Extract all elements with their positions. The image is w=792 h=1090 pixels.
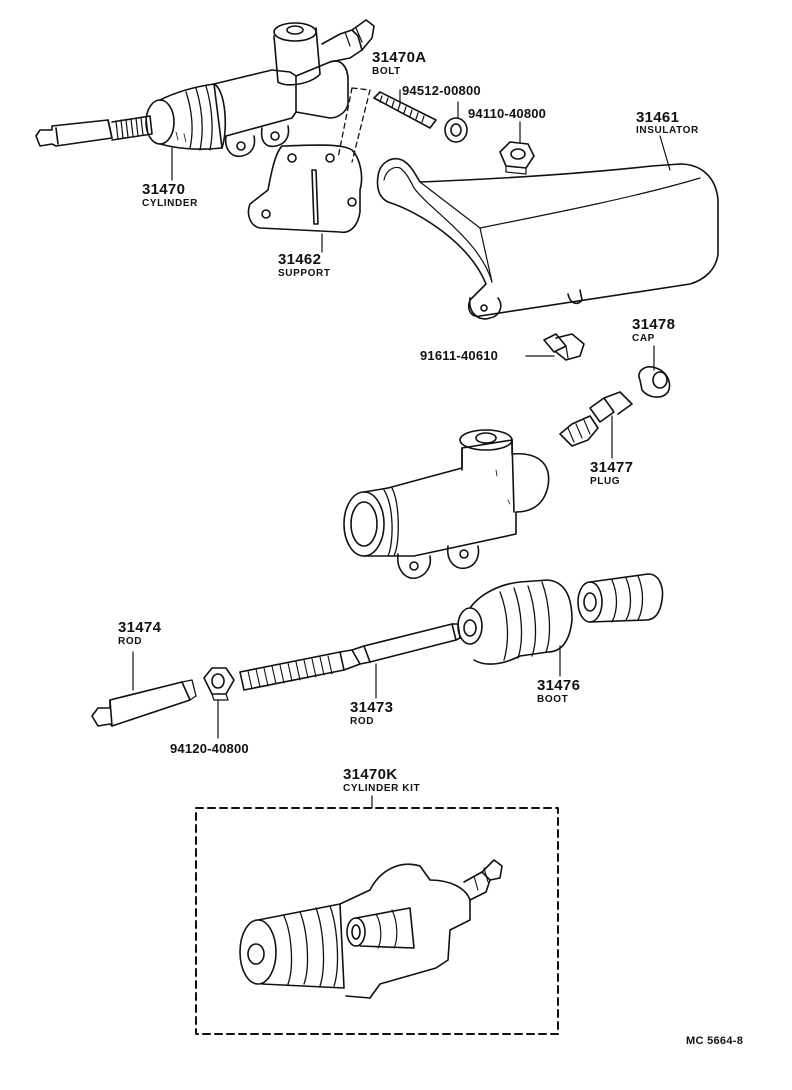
boot-part-name: BOOT bbox=[537, 694, 569, 705]
cylinder-kit-illustration bbox=[239, 859, 503, 999]
small-bolt-illustration bbox=[543, 333, 585, 361]
short-rod-illustration bbox=[91, 679, 197, 727]
cap-part-name: CAP bbox=[632, 333, 655, 344]
cap-part-number: 31478 bbox=[632, 316, 676, 333]
support-part-name: SUPPORT bbox=[278, 268, 331, 279]
small-bolt-part-number: 91611-40610 bbox=[420, 348, 499, 363]
washer-illustration bbox=[444, 117, 468, 143]
bolt-part-number: 31470A bbox=[372, 49, 427, 66]
diagram-reference-code: MC 5664-8 bbox=[686, 1035, 744, 1047]
cylinder-part-name: CYLINDER bbox=[142, 198, 198, 209]
boot-illustration bbox=[457, 579, 573, 665]
cylinder-kit-part-name: CYLINDER KIT bbox=[343, 783, 421, 794]
cylinder-body-illustration bbox=[343, 429, 550, 579]
plug-part-name: PLUG bbox=[590, 476, 621, 487]
cylinder-kit-part-number: 31470K bbox=[343, 766, 398, 783]
bleeder-plug-illustration bbox=[559, 391, 633, 447]
cylinder-assembly-illustration bbox=[35, 19, 375, 158]
washer-part-number: 94512-00800 bbox=[402, 83, 481, 98]
short-rod-part-name: ROD bbox=[118, 636, 143, 647]
bolt-part-name: BOLT bbox=[372, 66, 401, 77]
insulator-part-name: INSULATOR bbox=[636, 125, 699, 136]
insulator-shield-illustration bbox=[376, 158, 719, 320]
long-rod-illustration bbox=[239, 623, 461, 691]
support-bracket-illustration bbox=[247, 144, 363, 234]
stud-bolt-illustration bbox=[373, 91, 437, 129]
insulator-part-number: 31461 bbox=[636, 109, 680, 126]
piston-illustration bbox=[577, 573, 664, 623]
cap-illustration bbox=[638, 366, 671, 398]
hex-nut-illustration bbox=[499, 141, 535, 175]
plug-part-number: 31477 bbox=[590, 459, 634, 476]
cylinder-part-number: 31470 bbox=[142, 181, 186, 198]
boot-part-number: 31476 bbox=[537, 677, 581, 694]
short-rod-part-number: 31474 bbox=[118, 619, 162, 636]
lower-nut-part-number: 94120-40800 bbox=[170, 741, 249, 756]
long-rod-part-number: 31473 bbox=[350, 699, 394, 716]
upper-nut-part-number: 94110-40800 bbox=[468, 106, 547, 121]
lower-hex-nut-illustration bbox=[203, 667, 235, 701]
long-rod-part-name: ROD bbox=[350, 716, 375, 727]
support-part-number: 31462 bbox=[278, 251, 322, 268]
